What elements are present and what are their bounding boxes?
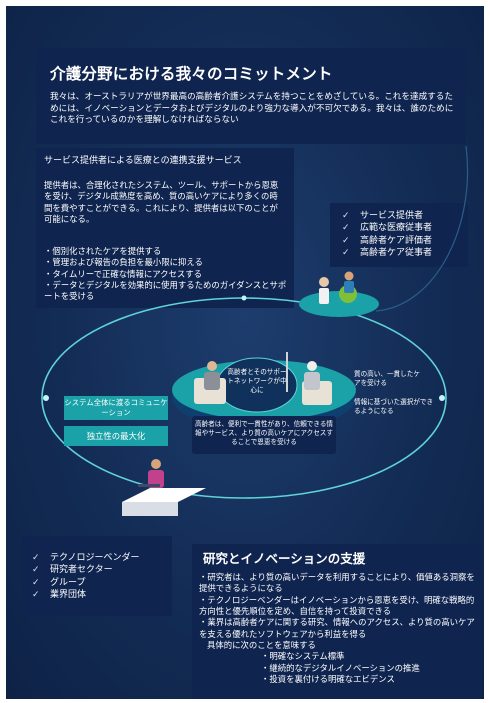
- research-title: 研究とイノベーションの支援: [203, 551, 366, 566]
- list-item: ・テクノロジーベンダーはイノベーションから恩恵を受け、明確な戦略的方向性と優先順…: [199, 594, 475, 617]
- list-item: ・明確なシステム標準: [261, 651, 345, 662]
- left-platform-box: [122, 502, 178, 516]
- list-item: テクノロジーベンダー: [32, 552, 172, 564]
- list-item: サービス提供者: [342, 210, 466, 222]
- ring-glow-dot: [43, 395, 49, 401]
- left-badge-communication: システム全体に渡るコミュニケーション: [64, 396, 168, 420]
- page-title: 介護分野における我々のコミットメント: [50, 65, 333, 83]
- research-subheading: 具体的に次のことを意味する: [207, 640, 316, 651]
- research-body: ・研究者は、より質の高いデータを利用することにより、価値ある洞察を提供できるよう…: [199, 572, 481, 685]
- list-item: 研究者セクター: [32, 564, 172, 576]
- carer-illustration: [319, 271, 357, 304]
- right-label-quality-care: 質の高い、一貫したケアを受ける: [354, 370, 420, 387]
- list-item: ・データとデジタルを効果的に使用するためのガイダンスとサポートを受ける: [44, 280, 287, 302]
- list-item: ・業界は高齢者ケアに関する研究、情報へのアクセス、より質の高いケアを支える優れた…: [199, 617, 475, 639]
- ring-glow-dot: [439, 395, 445, 401]
- list-item: 広範な医療従事者: [342, 222, 466, 234]
- stakeholders-left-list: テクノロジーベンダー 研究者セクター グループ 業界団体: [32, 552, 172, 602]
- right-label-informed-choice: 情報に基づいた選択ができるようになる: [354, 398, 434, 415]
- center-label: 高齢者とそのサポートネットワークが中心に: [227, 368, 287, 394]
- list-item: 高齢者ケア評価者: [342, 235, 466, 247]
- research-panel: [192, 544, 482, 699]
- center-info-box: [192, 416, 336, 454]
- researcher-illustration: [138, 459, 164, 488]
- list-item: ・個別化されたケアを提供する: [44, 246, 162, 256]
- stakeholders-right-list: サービス提供者 広範な医療従事者 高齢者ケア評価者 高齢者ケア従事者: [342, 210, 466, 260]
- infographic-page: 介護分野における我々のコミットメント 我々は、オーストラリアが世界最高の高齢者介…: [6, 6, 484, 699]
- list-item: ・管理および報告の負担を最小限に抑える: [44, 257, 203, 268]
- right-platform: [299, 291, 379, 317]
- services-panel: [36, 148, 294, 308]
- services-heading: サービス提供者による医療との連携支援サービス: [44, 156, 242, 166]
- intro-panel: [36, 48, 466, 144]
- list-item: ・研究者は、より質の高いデータを利用することにより、価値ある洞察を提供できるよう…: [199, 572, 475, 594]
- services-bullets: ・個別化されたケアを提供する ・管理および報告の負担を最小限に抑える ・タイムリ…: [44, 246, 294, 303]
- list-item: 業界団体: [32, 589, 172, 601]
- left-badge-independence: 独立性の最大化: [64, 426, 168, 446]
- center-body: 高齢者は、便利で一貫性があり、信頼できる情報やサービス、より質の高いケアにアクセ…: [194, 420, 334, 446]
- intro-text: 我々は、オーストラリアが世界最高の高齢者介護システムを持つことをめざしている。こ…: [50, 92, 454, 126]
- list-item: ・投資を裏付ける明確なエビデンス: [261, 674, 395, 685]
- left-platform-top: [122, 488, 206, 502]
- list-item: グループ: [32, 577, 172, 589]
- list-item: ・継続的なデジタルイノベーションの推進: [261, 662, 420, 673]
- list-item: ・タイムリーで正確な情報にアクセスする: [44, 268, 203, 279]
- ecosystem-diagram: [41, 145, 469, 516]
- list-item: 高齢者ケア従事者: [342, 247, 466, 259]
- ring-glow-dot: [241, 295, 247, 301]
- services-body: 提供者は、合理化されたシステム、ツール、サポートから恩恵を受け、デジタル成熟度を…: [44, 180, 279, 225]
- elderly-couple-illustration: [194, 352, 332, 405]
